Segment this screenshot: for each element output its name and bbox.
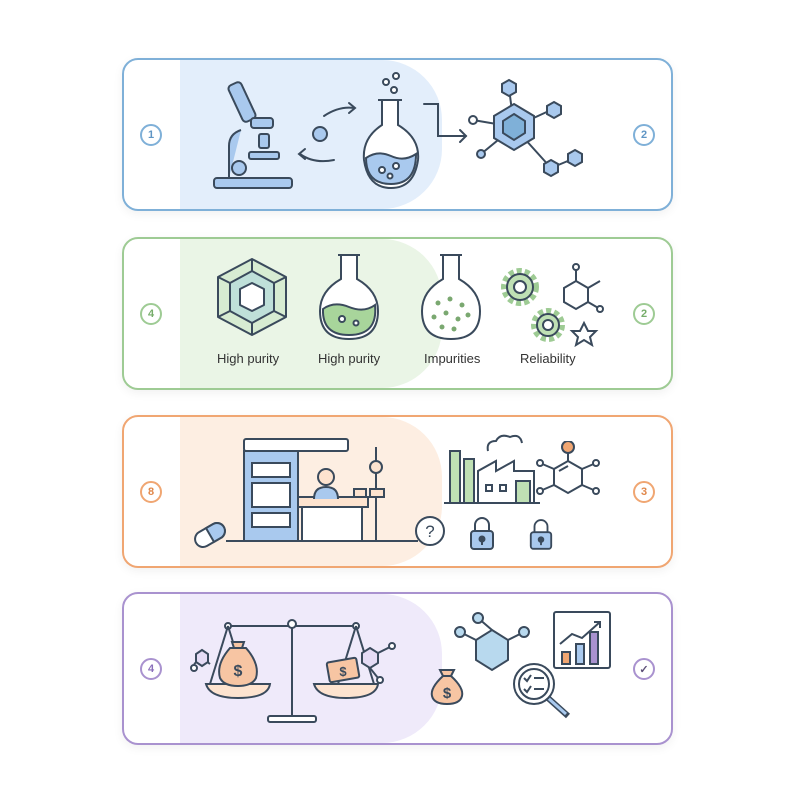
question-icon: ? [415, 516, 445, 546]
arrow-icon [423, 103, 468, 143]
molecule-icon [468, 78, 583, 178]
svg-text:$: $ [443, 685, 452, 702]
step-badge-left: 8 [140, 481, 162, 503]
factory-icon [444, 434, 540, 504]
step-badge-left: 4 [140, 658, 162, 680]
step-badge-left: 4 [140, 303, 162, 325]
lock-icon [529, 519, 553, 550]
lock-icon [470, 517, 494, 550]
molecule-icon [454, 612, 530, 672]
step-badge-right: 2 [633, 303, 655, 325]
panel-4: 4 ✓ $ [122, 592, 673, 745]
caption-high-purity-2: High purity [318, 351, 381, 366]
money-bag-icon: $ [430, 669, 464, 706]
step-badge-right: 2 [633, 124, 655, 146]
bar-chart-icon [553, 611, 611, 669]
step-badge-right: 3 [633, 481, 655, 503]
magnifier-icon [513, 663, 571, 719]
flask-icon [362, 72, 420, 190]
panel-2: 4 2 High purity High purity [122, 237, 673, 390]
caption-high-purity-1: High purity [217, 351, 280, 366]
step-badge-left: 1 [140, 124, 162, 146]
flask-icon [420, 254, 482, 341]
svg-text:$: $ [339, 664, 347, 679]
cycle-arrows-icon [297, 102, 357, 163]
caption-impurities: Impurities [424, 351, 481, 366]
flask-icon [318, 254, 380, 341]
balance-scale-icon: $ $ [190, 619, 396, 723]
gears-molecule-icon [501, 263, 604, 348]
molecule-icon [536, 441, 600, 495]
panel-1: 1 2 [122, 58, 673, 211]
lab-workstation-icon [226, 438, 418, 542]
caption-reliability: Reliability [520, 351, 576, 366]
microscope-icon [213, 81, 293, 189]
svg-text:$: $ [234, 663, 243, 680]
step-badge-right: ✓ [633, 658, 655, 680]
svg-text:?: ? [425, 522, 434, 541]
crystal-icon [217, 258, 287, 336]
panel-3: 8 3 [122, 415, 673, 568]
pill-icon [194, 522, 226, 548]
